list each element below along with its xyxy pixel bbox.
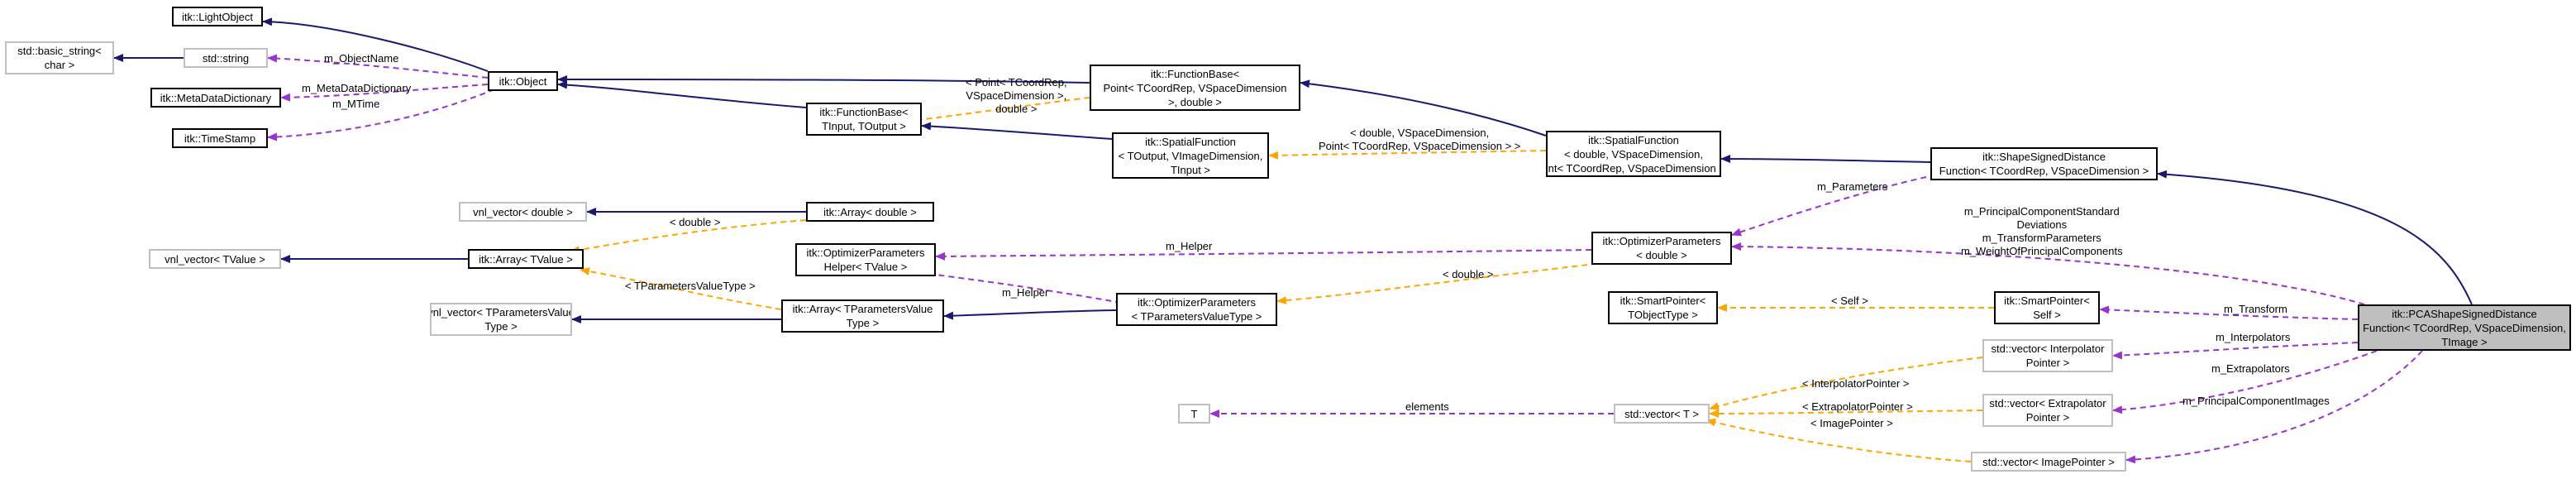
edge-pca-to-shape [2157,170,2473,305]
label-double-optimizer: < double > [1443,268,1494,280]
edge-optimizer-tparams-to-array-tparams [943,309,1117,320]
node-object[interactable]: itk::Object [488,71,558,91]
node-light-object[interactable]: itk::LightObject [172,7,263,26]
label-parameters: m_Parameters [1817,180,1888,193]
edge-tpl-spatial-double [1268,150,1547,160]
node-pca-function[interactable]: itk::PCAShapeSignedDistance Function< TC… [2358,304,2571,351]
label-double-template-spatial: < double, VSpaceDimension, Point< TCoord… [1319,127,1521,152]
node-vnl-vector-double[interactable]: vnl_vector< double > [459,202,587,222]
node-function-base-tinput[interactable]: itk::FunctionBase< TInput, TOutput > [806,103,922,136]
edge-mtime [267,89,495,141]
node-meta-data-dictionary[interactable]: itk::MetaDataDictionary [150,88,281,108]
edge-tpl-image-pointer [1705,418,1972,462]
node-vector-interpolator[interactable]: std::vector< Interpolator Pointer > [1982,339,2113,372]
label-principal-component-images: m_PrincipalComponentImages [2182,395,2330,407]
node-spatial-function-toutput[interactable]: itk::SpatialFunction < TOutput, VImageDi… [1112,132,1269,179]
label-transform: m_Transform [2224,303,2287,315]
label-helper-top: m_Helper [1166,240,1213,252]
edge-object-name [267,54,489,79]
label-pca-members: m_PrincipalComponentStandard Deviations … [1961,205,2123,257]
label-mtime: m_MTime [332,98,380,110]
label-extrapolators: m_Extrapolators [2211,362,2290,375]
edge-principal-component-images [2125,350,2423,464]
edge-transform [2099,305,2359,320]
label-extrapolator-pointer: < ExtrapolatorPointer > [1802,400,1913,413]
label-image-pointer: < ImagePointer > [1810,417,1893,429]
node-shape-signed-distance-function[interactable]: itk::ShapeSignedDistance Function< TCoor… [1930,147,2158,180]
edge-meta-data-dictionary [280,84,489,102]
node-array-tvalue[interactable]: itk::Array< TValue > [468,249,584,269]
edge-parameters [1731,176,1927,237]
edge-shape-to-spatial-double [1720,155,1931,164]
edge-helper-bottom [909,268,1122,304]
node-smart-pointer-tobject[interactable]: itk::SmartPointer< TObjectType > [1608,291,1718,324]
label-elements: elements [1405,400,1449,413]
label-helper-bottom: m_Helper [1002,286,1049,299]
node-std-string[interactable]: std::string [184,48,268,68]
edge-functionbase-tinput-to-object [557,80,807,108]
node-time-stamp[interactable]: itk::TimeStamp [172,128,268,148]
node-vector-image-pointer[interactable]: std::vector< ImagePointer > [1971,452,2126,472]
node-optimizer-parameters-helper[interactable]: itk::OptimizerParameters Helper< TValue … [795,243,936,276]
node-std-vector-t[interactable]: std::vector< T > [1614,404,1710,424]
edge-tpl-double-optimizer [1276,261,1618,305]
node-optimizer-parameters-tparams[interactable]: itk::OptimizerParameters < TParametersVa… [1116,293,1277,326]
node-array-tparams[interactable]: itk::Array< TParametersValue Type > [781,299,944,333]
edge-tpl-interpolator [1709,357,1983,410]
node-smart-pointer-self[interactable]: itk::SmartPointer< Self > [1994,291,2100,324]
label-interpolators: m_Interpolators [2216,331,2291,343]
label-point-template: < Point< TCoordRep, VSpaceDimension >, d… [966,76,1067,115]
node-basic-string[interactable]: std::basic_string< char > [5,41,114,74]
edge-tpl-extrapolator [1709,409,1983,418]
node-array-double[interactable]: itk::Array< double > [806,202,934,222]
edge-spatial-double-to-functionbase-point [1300,79,1547,137]
node-t[interactable]: T [1178,404,1210,424]
edge-pca-members [1731,242,2365,305]
label-interpolator-pointer: < InterpolatorPointer > [1802,377,1910,390]
label-tparams-template: < TParametersValueType > [625,280,756,292]
label-object-name: m_ObjectName [324,52,399,65]
node-vnl-vector-tparams[interactable]: vnl_vector< TParametersValue Type > [430,303,572,336]
edge-helper-top [935,249,1592,261]
label-meta-data-dictionary: m_MetaDataDictionary [302,82,412,94]
edge-interpolators [2112,342,2359,360]
edge-tpl-point [910,97,1090,124]
edge-object-to-lightobject [262,17,489,72]
label-self-template: < Self > [1831,295,1868,307]
edge-tpl-tparams [580,267,782,310]
node-function-base-point[interactable]: itk::FunctionBase< Point< TCoordRep, VSp… [1090,65,1300,111]
node-spatial-function-double[interactable]: itk::SpatialFunction < double, VSpaceDim… [1546,131,1721,177]
node-vnl-vector-tvalue[interactable]: vnl_vector< TValue > [149,249,281,269]
label-double-array: < double > [670,216,721,228]
node-vector-extrapolator[interactable]: std::vector< Extrapolator Pointer > [1982,394,2113,427]
edge-functionbase-point-to-object [557,75,1090,84]
node-optimizer-parameters-double[interactable]: itk::OptimizerParameters < double > [1591,232,1732,265]
edge-extrapolators [2112,350,2378,414]
edge-spatial-toutput-to-functionbase [921,122,1113,140]
